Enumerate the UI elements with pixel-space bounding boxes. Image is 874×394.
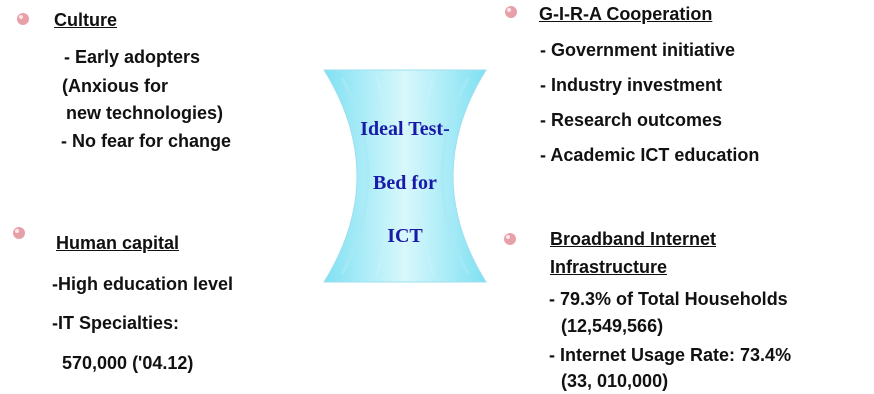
broadband-line-4: (33, 010,000)	[561, 371, 669, 391]
center-line-3: ICT	[387, 225, 423, 247]
broadband-title-line-1: Broadband Internet	[550, 229, 717, 249]
bullet-icon	[13, 227, 25, 239]
human-capital-line-2: -IT Specialties:	[52, 313, 180, 333]
human-capital-title: Human capital	[56, 233, 180, 253]
human-capital-line-1: -High education level	[52, 274, 234, 294]
center-line-1: Ideal Test-	[360, 118, 450, 140]
broadband-line-3: - Internet Usage Rate: 73.4%	[549, 345, 792, 365]
culture-line-1: - Early adopters	[64, 47, 201, 67]
broadband-line-2: (12,549,566)	[561, 316, 664, 336]
broadband-line-1: - 79.3% of Total Households	[549, 289, 788, 309]
center-line-2: Bed for	[373, 172, 437, 194]
cooperation-line-1: - Government initiative	[540, 40, 736, 60]
cooperation-line-4: - Academic ICT education	[540, 145, 760, 165]
cooperation-title: G-I-R-A Cooperation	[539, 4, 713, 24]
human-capital-line-3: 570,000 ('04.12)	[62, 353, 194, 373]
cooperation-line-2: - Industry investment	[540, 75, 723, 95]
culture-title: Culture	[54, 10, 117, 30]
culture-line-3: new technologies)	[66, 103, 224, 123]
bullet-icon	[17, 13, 29, 25]
culture-line-4: - No fear for change	[61, 131, 232, 151]
bullet-icon	[504, 233, 516, 245]
cooperation-line-3: - Research outcomes	[540, 110, 723, 130]
hourglass-shape	[323, 69, 487, 283]
bullet-icon	[505, 6, 517, 18]
culture-line-2: (Anxious for	[62, 76, 168, 96]
broadband-title-line-2: Infrastructure	[550, 257, 668, 277]
